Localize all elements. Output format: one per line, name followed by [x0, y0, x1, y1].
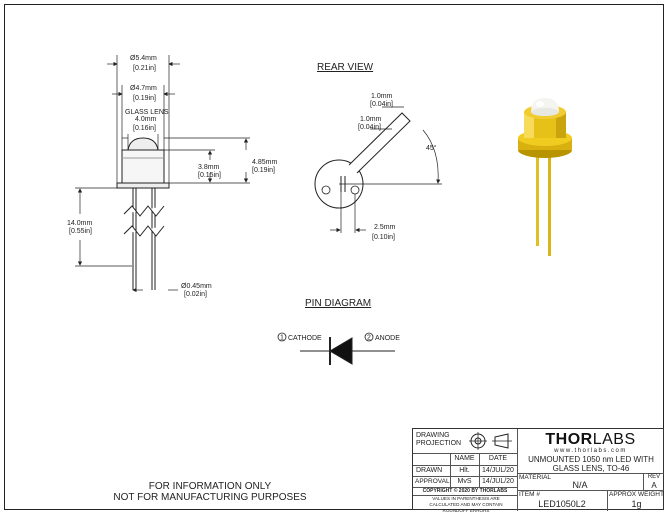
- rear-view-title: REAR VIEW: [317, 62, 374, 73]
- drawing-projection-label: DRAWING PROJECTION: [416, 432, 462, 447]
- dim-height-4-85-in: [0.19in]: [252, 167, 275, 174]
- led-flange: [116, 182, 170, 189]
- weight-value: 1g: [631, 499, 642, 509]
- dim-pin-spacing-2-5: 2.5mm: [374, 224, 396, 231]
- anode-number: 2: [367, 335, 371, 342]
- title-block: DRAWING PROJECTION NAME DATE DRAWN Hlt. …: [412, 428, 664, 513]
- dim-diameter-5-4-in: [0.21in]: [133, 65, 156, 72]
- item-number-label: ITEM #: [519, 491, 540, 498]
- approval-label: APPROVAL: [415, 478, 450, 485]
- material-value: N/A: [572, 480, 588, 490]
- dim-tab-1-0-b: 1.0mm: [360, 116, 382, 123]
- disclaimer-line-2: NOT FOR MANUFACTURING PURPOSES: [113, 492, 307, 503]
- diode-symbol: [300, 337, 395, 365]
- led-3d-render: [518, 98, 572, 256]
- disclaimer-line-1: FOR INFORMATION ONLY: [148, 481, 272, 492]
- drawn-label: DRAWN: [416, 467, 443, 474]
- dim-diameter-5-4: Ø5.4mm: [130, 55, 157, 62]
- cathode-number-marker: [277, 332, 287, 342]
- dim-angle-45: 45°: [426, 144, 437, 152]
- dim-lead-length-14-0: 14.0mm: [67, 220, 92, 227]
- dim-diameter-4-7-in: [0.19in]: [133, 95, 156, 102]
- third-angle-projection-icon: [469, 432, 512, 450]
- dim-lens-4-0-in: [0.16in]: [133, 125, 156, 132]
- drawn-date: 14/JUL/20: [482, 467, 514, 474]
- roundoff-note: VALUES IN PARENTHESIS ARE CALCULATED AND…: [429, 496, 503, 513]
- cathode-label: CATHODE: [288, 335, 322, 342]
- weight-label: APPROX WEIGHT: [609, 491, 664, 498]
- rear-view-tab: [348, 112, 411, 174]
- dim-height-3-8-in: [0.15in]: [198, 172, 221, 179]
- copyright-text: COPYRIGHT © 2020 BY THORLABS: [422, 488, 508, 494]
- dim-diameter-4-7: Ø4.7mm: [130, 85, 157, 92]
- dim-lead-diameter-0-45: Ø0.45mm: [181, 283, 212, 290]
- material-label: MATERIAL: [519, 474, 552, 481]
- part-description: UNMOUNTED 1050 nm LED WITH GLASS LENS, T…: [528, 455, 654, 473]
- dim-lens-4-0: 4.0mm: [135, 116, 157, 123]
- dim-tab-1-0-a-in: [0.04in]: [370, 101, 393, 108]
- anode-number-marker: [364, 332, 374, 342]
- item-number-value: LED1050L2: [538, 499, 586, 509]
- break-mark: [123, 205, 165, 217]
- dim-tab-1-0-b-in: [0.04in]: [358, 124, 381, 131]
- dim-tab-1-0-a: 1.0mm: [371, 93, 393, 100]
- pin-diagram-title: PIN DIAGRAM: [305, 298, 371, 309]
- dim-lead-length-14-0-in: [0.55in]: [69, 228, 92, 235]
- drawn-name: Hlt.: [459, 467, 470, 474]
- thorlabs-logo: THORLABS: [517, 431, 664, 449]
- dim-height-3-8: 3.8mm: [198, 164, 220, 171]
- approval-date: 14/JUL/20: [482, 478, 514, 485]
- dim-lead-diameter-0-45-in: [0.02in]: [184, 291, 207, 298]
- glass-lens-shape: [127, 137, 159, 151]
- pin-1-marker: [321, 185, 331, 195]
- logo-thin-text: LABS: [592, 431, 636, 448]
- dim-pin-spacing-2-5-in: [0.10in]: [372, 234, 395, 241]
- logo-bold-text: THOR: [545, 431, 593, 448]
- rev-label: REV: [647, 474, 661, 480]
- col-header-name: NAME: [454, 455, 475, 462]
- disclaimer-note: FOR INFORMATION ONLY NOT FOR MANUFACTURI…: [100, 481, 320, 503]
- rev-value: A: [651, 481, 657, 490]
- thorlabs-url: www.thorlabs.com: [554, 448, 627, 454]
- approval-name: MvS: [457, 478, 472, 485]
- cathode-number: 1: [280, 335, 284, 342]
- led-can-body: [121, 149, 165, 184]
- col-header-date: DATE: [488, 455, 508, 462]
- label-glass-lens: GLASS LENS: [125, 109, 169, 116]
- side-view: [116, 137, 170, 290]
- anode-label: ANODE: [375, 335, 400, 342]
- dim-height-4-85: 4.85mm: [252, 159, 277, 166]
- drawing-sheet-border: [4, 4, 664, 510]
